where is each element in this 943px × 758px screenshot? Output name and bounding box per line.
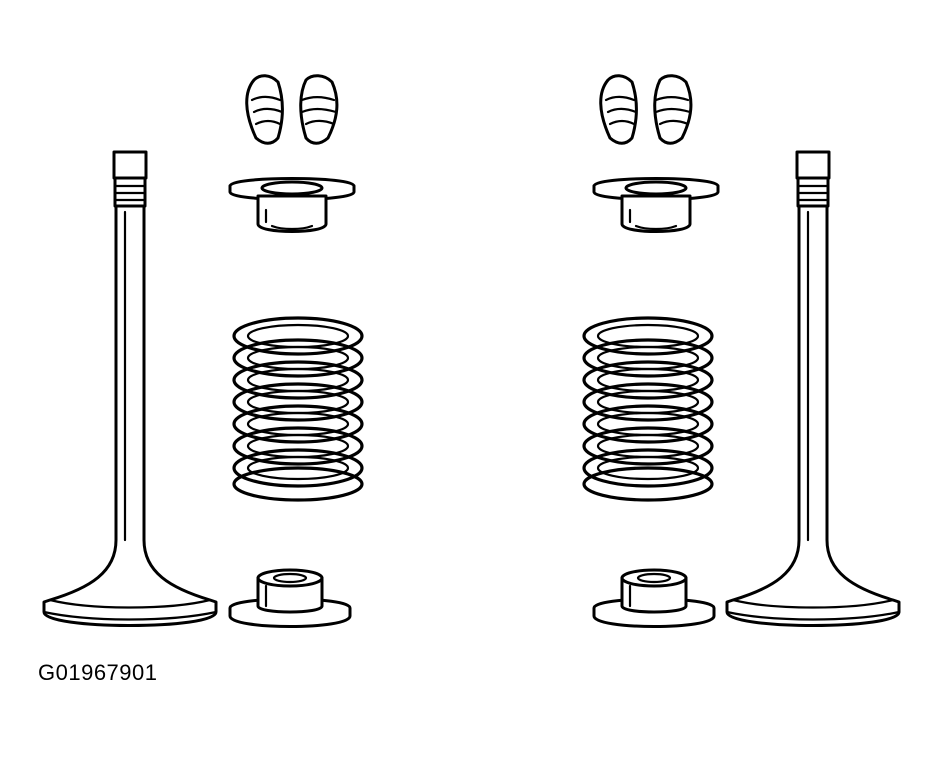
valve-icon: [725, 150, 901, 627]
valve-spring-retainer-icon: [592, 177, 720, 233]
right-assembly: [582, 74, 901, 628]
valve-spring-icon: [232, 316, 364, 502]
valve-spring-icon: [582, 316, 714, 502]
figure-id: G01967901: [38, 660, 158, 685]
valve-stem-seal-icon: [228, 568, 352, 628]
valve-keepers-icon: [245, 74, 339, 145]
valve-keepers-icon: [599, 74, 693, 145]
valve-spring-retainer-icon: [228, 177, 356, 233]
valve-icon: [42, 150, 218, 627]
valve-stem-seal-icon: [592, 568, 716, 628]
left-assembly: [42, 74, 364, 628]
